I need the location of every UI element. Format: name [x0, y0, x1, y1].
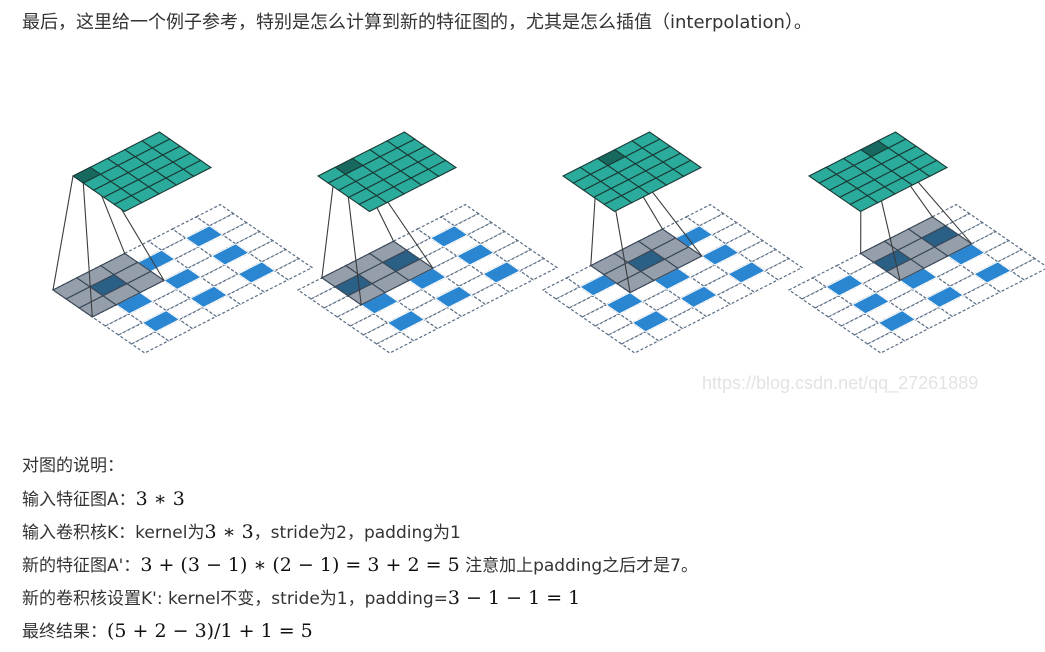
padded-input-cell — [273, 257, 314, 281]
input-cell — [482, 261, 521, 284]
output-cell — [427, 159, 458, 177]
notes-line-label: 输入卷积核K：kernel为 — [22, 523, 205, 543]
input-cell — [237, 261, 276, 284]
notes-line-math: 3 ∗ 3 — [135, 488, 185, 510]
notes-line-new-kernel: 新的卷积核设置K': kernel不变，stride为1，padding=3 −… — [22, 582, 698, 615]
figure-panel — [296, 131, 559, 354]
notes-line-label: 新的卷积核设置K': kernel不变，stride为1，padding= — [22, 589, 448, 609]
notes-line-kernel: 输入卷积核K：kernel为3 ∗ 3，stride为2，padding为1 — [22, 516, 698, 549]
input-cell — [851, 292, 891, 315]
input-cell — [184, 225, 224, 248]
input-cell — [825, 274, 864, 297]
notes-line-label: 最终结果： — [22, 622, 107, 642]
padded-input-cell — [518, 257, 559, 281]
kernel-cell — [394, 258, 434, 282]
input-cell — [605, 292, 645, 315]
figure-notes: 对图的说明： 输入特征图A：3 ∗ 3 输入卷积核K：kernel为3 ∗ 3，… — [22, 450, 698, 648]
notes-line-math: 3 − 1 − 1 = 1 — [447, 587, 581, 609]
input-cell — [189, 285, 229, 308]
notes-line-input-feature: 输入特征图A：3 ∗ 3 — [22, 483, 698, 516]
output-cell — [672, 159, 703, 177]
input-cell — [925, 285, 965, 308]
input-cell — [163, 267, 202, 290]
output-cell — [182, 159, 213, 177]
notes-line-math: 3 + (3 − 1) ∗ (2 − 1) = 3 + 2 = 5 — [140, 554, 460, 576]
input-cell — [210, 243, 250, 266]
input-cell — [386, 310, 426, 333]
figure-panel — [541, 131, 804, 354]
notes-line-result: 最终结果：(5 + 2 − 3)/1 + 1 = 5 — [22, 615, 698, 648]
projection-line — [52, 175, 74, 291]
intro-paragraph: 最后，这里给一个例子参考，特别是怎么计算到新的特征图的，尤其是怎么插值（inte… — [22, 12, 812, 33]
figure-panel — [787, 131, 1045, 354]
input-cell — [877, 310, 917, 333]
padded-input-cell — [763, 257, 804, 281]
notes-line-label: 新的特征图A'： — [22, 556, 141, 576]
notes-line-new-feature: 新的特征图A'：3 + (3 − 1) ∗ (2 − 1) = 3 + 2 = … — [22, 549, 698, 582]
notes-line-label: 输入特征图A： — [22, 490, 136, 510]
notes-line-math: 3 ∗ 3 — [204, 521, 254, 543]
input-cell — [141, 310, 181, 333]
padded-input-cell — [1009, 257, 1045, 281]
input-cell — [679, 285, 719, 308]
notes-line-rest: 注意加上padding之后才是7。 — [459, 556, 698, 576]
figure-panel — [51, 131, 314, 354]
input-cell — [455, 243, 495, 266]
watermark: https://blog.csdn.net/qq_27261889 — [702, 373, 979, 393]
projection-line — [82, 183, 93, 318]
notes-line-math: (5 + 2 − 3)/1 + 1 = 5 — [107, 620, 313, 642]
output-cell — [918, 159, 949, 177]
input-cell — [434, 285, 474, 308]
input-cell — [631, 310, 671, 333]
notes-line-rest: ，stride为2，padding为1 — [253, 523, 461, 543]
input-cell — [700, 243, 740, 266]
transposed-convolution-figure — [51, 131, 1045, 354]
notes-heading: 对图的说明： — [22, 456, 124, 476]
input-cell — [429, 225, 469, 248]
input-cell — [727, 261, 766, 284]
input-cell — [973, 261, 1012, 284]
